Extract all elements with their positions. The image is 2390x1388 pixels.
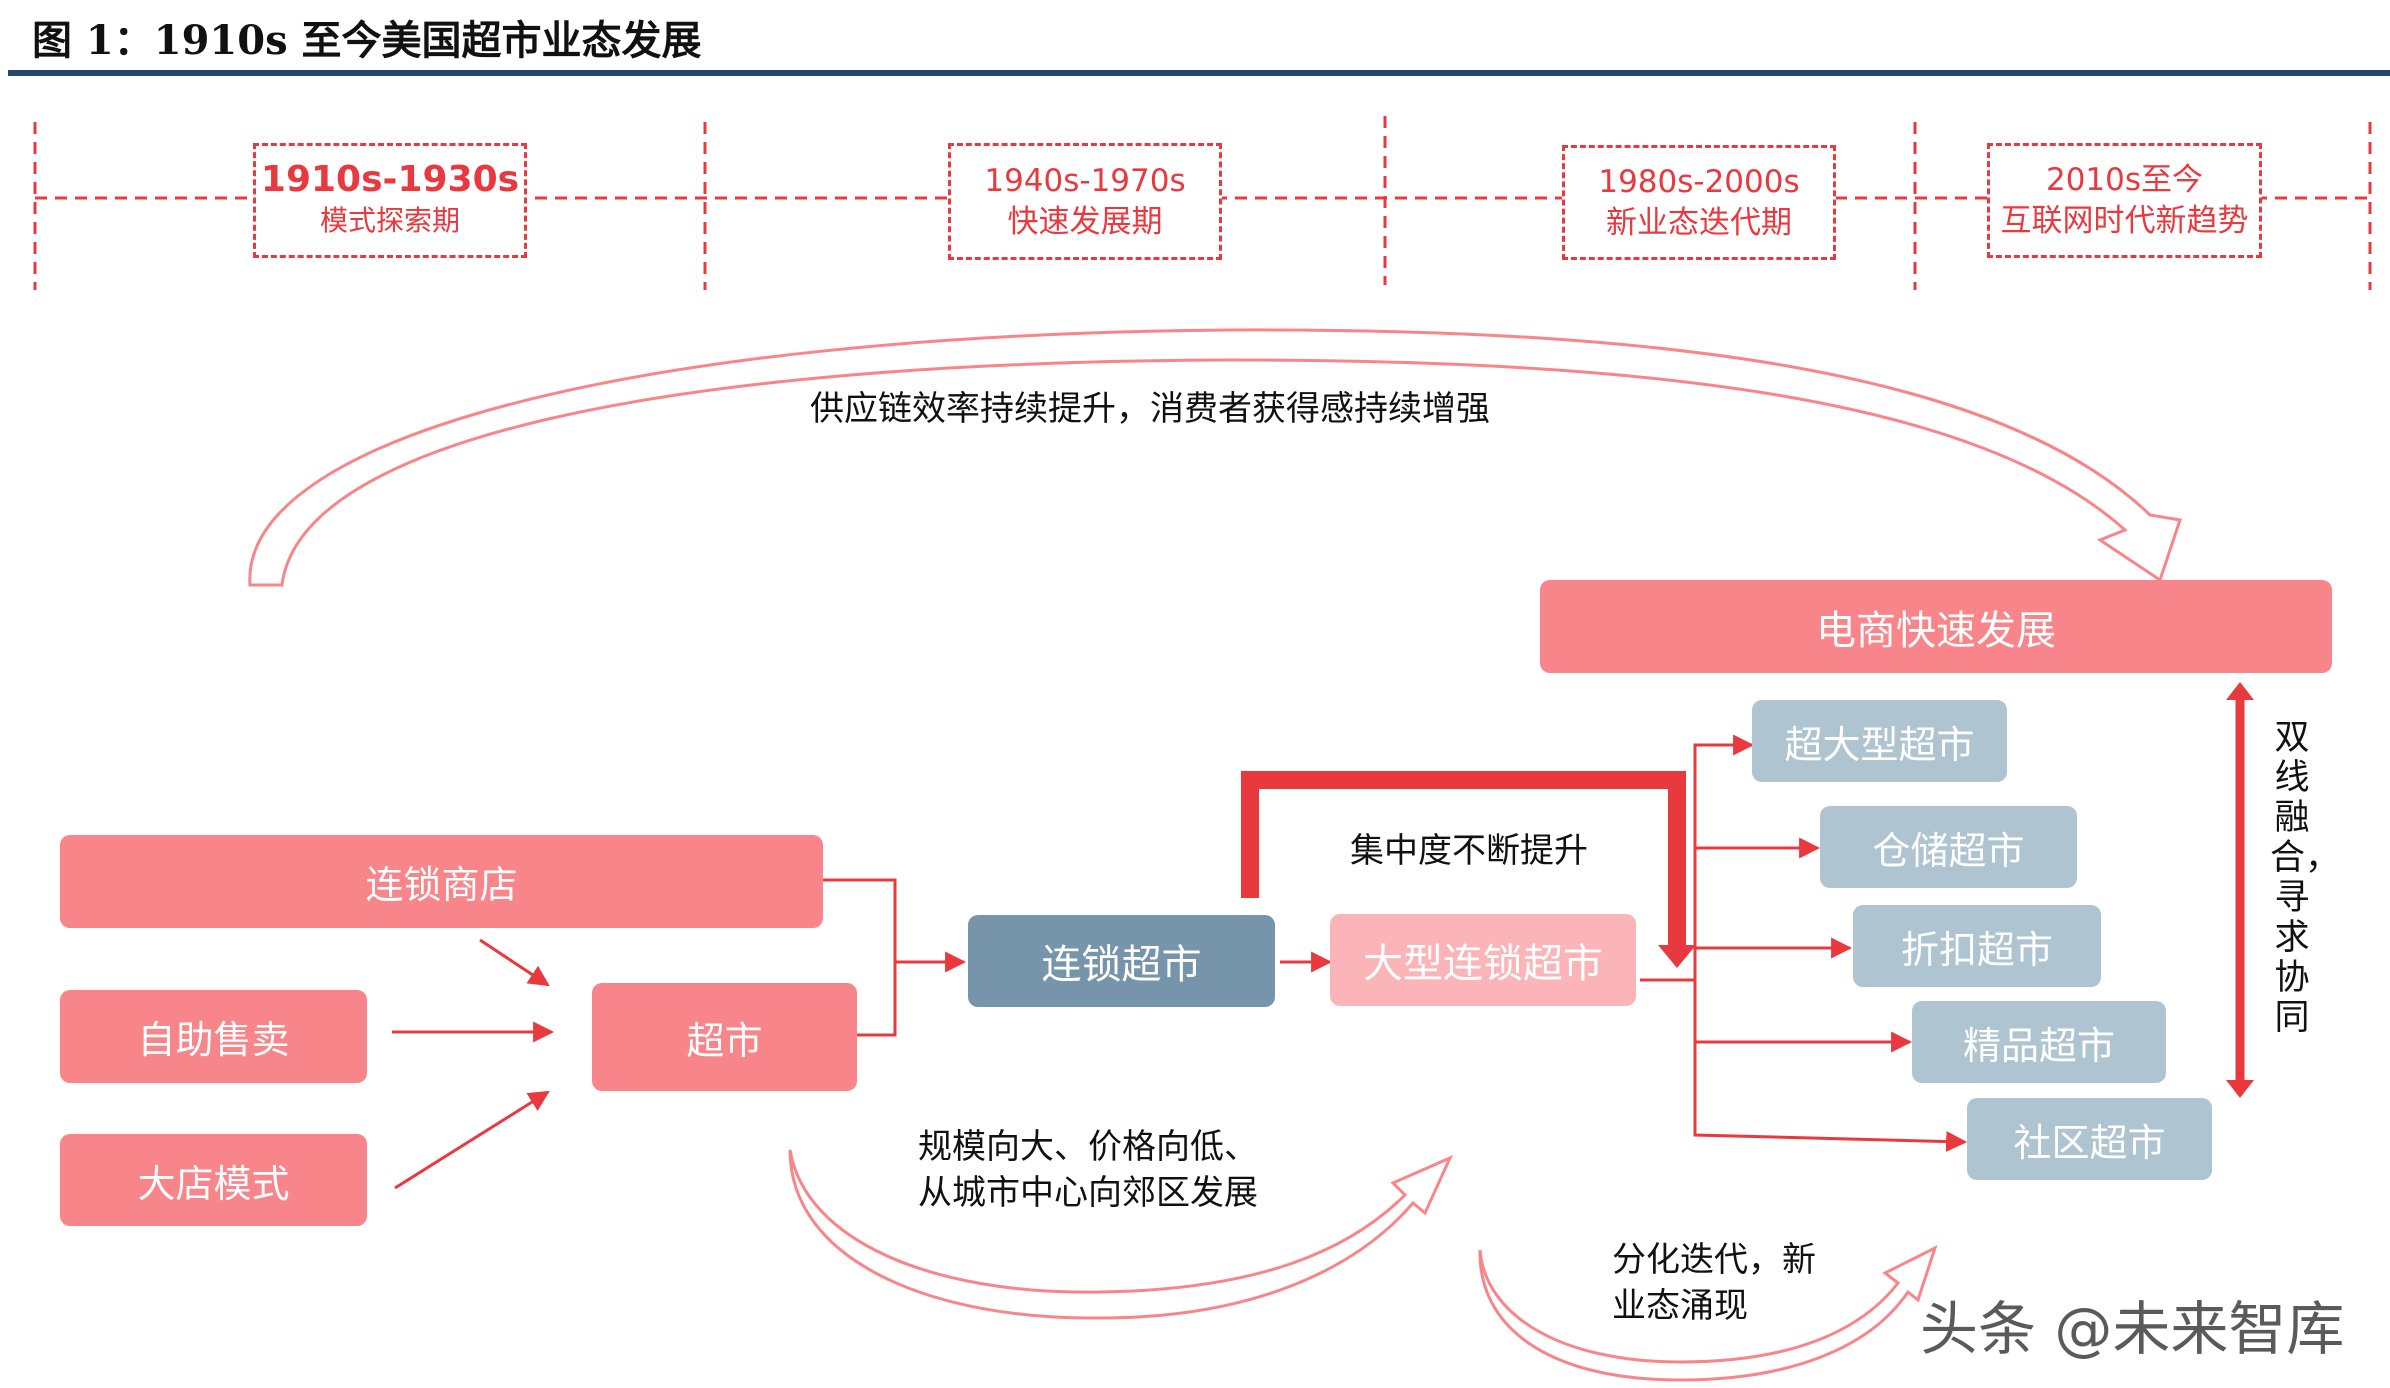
era-box-1940s: 1940s-1970s 快速发展期 bbox=[948, 143, 1222, 260]
format-premium: 精品超市 bbox=[1912, 1001, 2166, 1083]
era-period: 2010s至今 bbox=[2045, 161, 2204, 198]
format-community: 社区超市 bbox=[1967, 1098, 2212, 1180]
large-store-box: 大店模式 bbox=[60, 1134, 367, 1226]
supermarket-box: 超市 bbox=[592, 983, 857, 1091]
format-hypermarket: 超大型超市 bbox=[1752, 700, 2007, 782]
diversify-note: 分化迭代，新 业态涌现 bbox=[1612, 1237, 1816, 1329]
era-period: 1980s-2000s bbox=[1598, 163, 1800, 200]
concentration-thick-arrow bbox=[1241, 771, 1696, 968]
diversify-note-line-2: 业态涌现 bbox=[1612, 1286, 1748, 1326]
scale-curved-arrow bbox=[788, 1149, 1453, 1320]
era-label: 互联网时代新趋势 bbox=[2000, 202, 2249, 239]
watermark: 头条 @未来智库 bbox=[1920, 1295, 2345, 1363]
diversify-note-line-1: 分化迭代，新 bbox=[1612, 1240, 1816, 1280]
figure-title: 图 1：1910s 至今美国超市业态发展 bbox=[32, 17, 702, 64]
chain-supermarket-box: 连锁超市 bbox=[968, 915, 1275, 1007]
chain-store-box: 连锁商店 bbox=[60, 835, 823, 928]
large-chain-supermarket-box: 大型连锁超市 bbox=[1330, 914, 1636, 1006]
scale-note-line-1: 规模向大、价格向低、 bbox=[918, 1127, 1258, 1167]
concentration-note: 集中度不断提升 bbox=[1350, 831, 1588, 871]
dual-line-note: 双线融合，寻求协同 bbox=[2270, 718, 2341, 1038]
era-label: 模式探索期 bbox=[319, 203, 460, 237]
supply-chain-caption: 供应链效率持续提升，消费者获得感持续增强 bbox=[810, 389, 1490, 429]
era-label: 新业态迭代期 bbox=[1606, 204, 1792, 241]
format-discount: 折扣超市 bbox=[1853, 905, 2101, 987]
title-rule bbox=[8, 70, 2390, 76]
era-box-1910s: 1910s-1930s 模式探索期 bbox=[253, 143, 527, 258]
merge-arrows bbox=[392, 878, 1333, 1190]
era-box-2010s: 2010s至今 互联网时代新趋势 bbox=[1987, 143, 2262, 258]
scale-note: 规模向大、价格向低、 从城市中心向郊区发展 bbox=[918, 1124, 1258, 1216]
supply-chain-curved-arrow bbox=[248, 328, 2182, 587]
era-label: 快速发展期 bbox=[1007, 203, 1163, 240]
era-period: 1910s-1930s bbox=[260, 158, 520, 200]
era-box-1980s: 1980s-2000s 新业态迭代期 bbox=[1562, 145, 1836, 260]
format-branch-arrows bbox=[1640, 734, 1968, 1153]
ecommerce-box: 电商快速发展 bbox=[1540, 580, 2332, 673]
dual-line-arrow bbox=[2226, 682, 2254, 1098]
era-period: 1940s-1970s bbox=[984, 162, 1186, 199]
scale-note-line-2: 从城市中心向郊区发展 bbox=[918, 1173, 1258, 1213]
self-service-box: 自助售卖 bbox=[60, 990, 367, 1083]
diversify-curved-arrow bbox=[1478, 1245, 1938, 1382]
format-warehouse-club: 仓储超市 bbox=[1820, 806, 2077, 888]
